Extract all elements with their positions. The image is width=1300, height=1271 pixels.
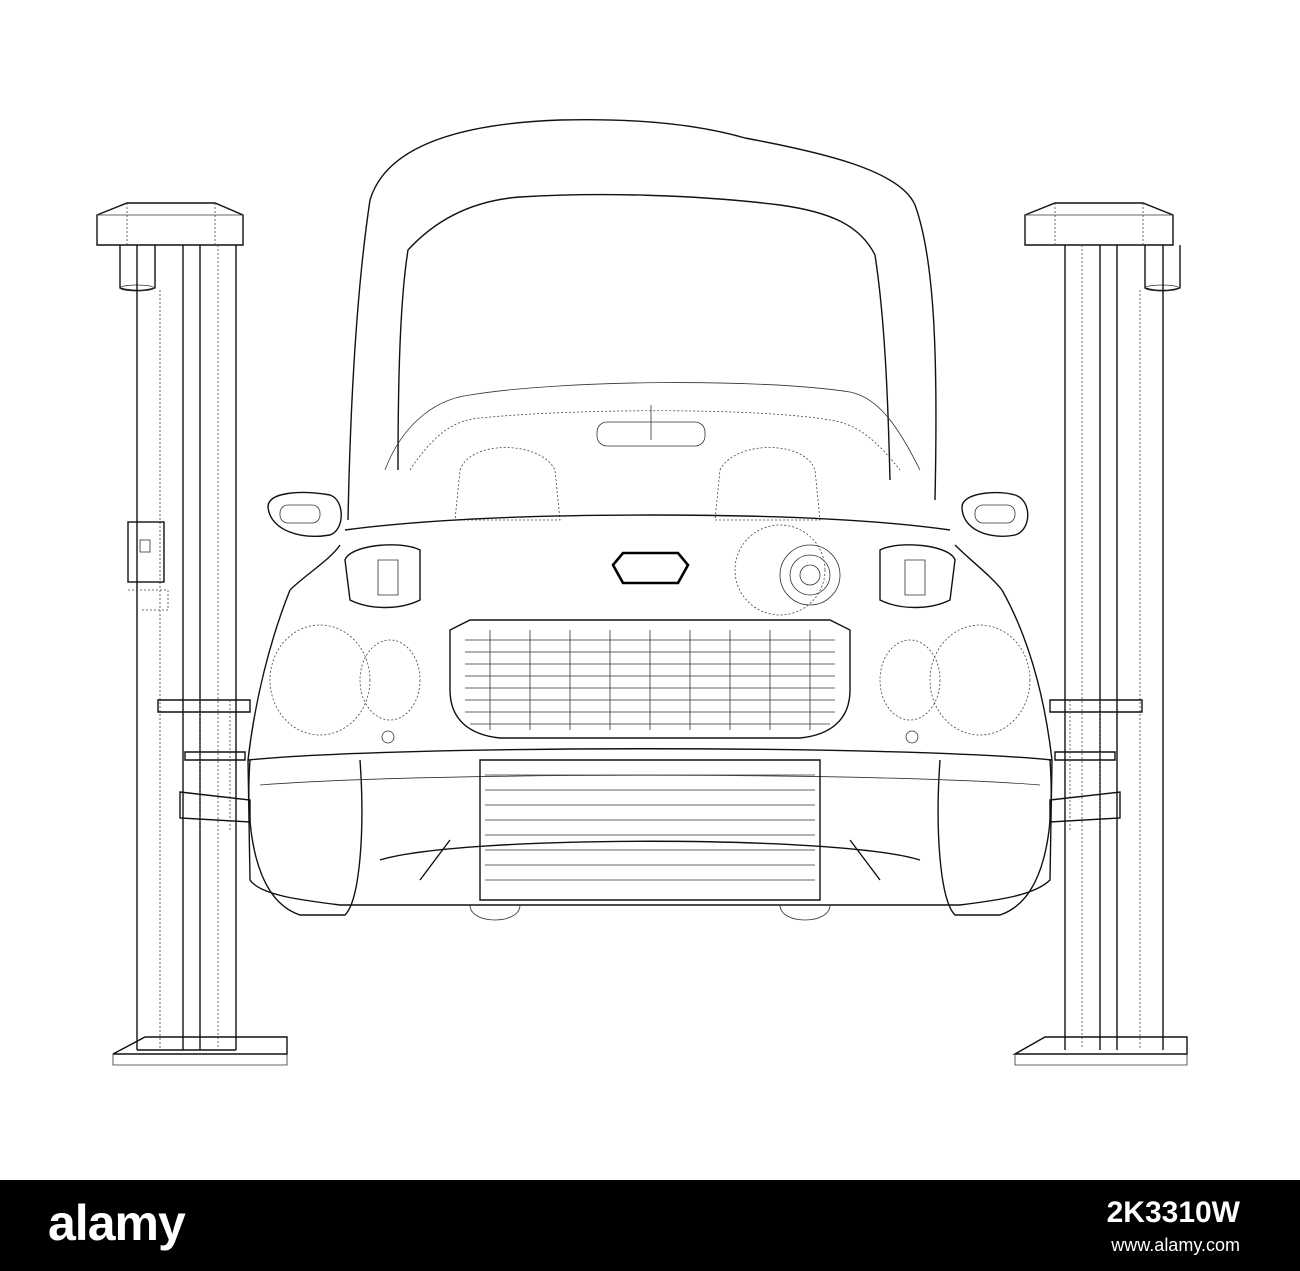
lower-intake bbox=[379, 730, 921, 921]
left-lift-post bbox=[96, 202, 288, 1066]
site-url-label: www.alamy.com bbox=[1111, 1235, 1240, 1255]
watermark-footer: alamy 2K3310W www.alamy.com bbox=[0, 1180, 1300, 1271]
brand-logo: alamy bbox=[48, 1195, 186, 1251]
front-grille bbox=[449, 619, 851, 739]
right-lift-post bbox=[1012, 202, 1188, 1066]
image-id-label: 2K3310W bbox=[1106, 1196, 1240, 1229]
wireframe-illustration bbox=[96, 118, 1188, 1066]
car-on-two-post-lift-drawing bbox=[96, 118, 1188, 1066]
car-body bbox=[247, 382, 1053, 916]
open-hood bbox=[347, 118, 937, 521]
